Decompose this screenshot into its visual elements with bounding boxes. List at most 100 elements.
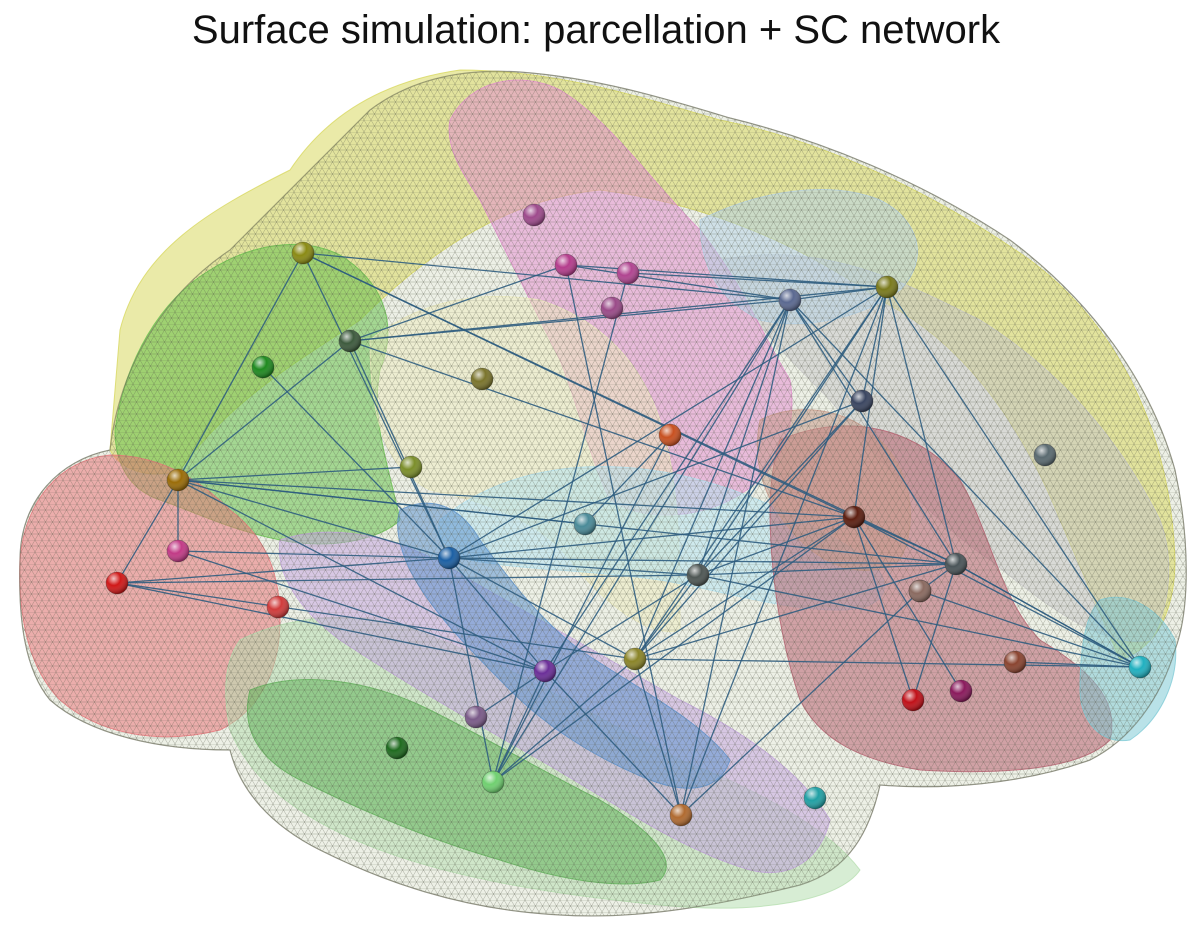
sc-edge [853, 516, 914, 701]
region-node-n2 [251, 355, 275, 379]
region-node-n17 [850, 389, 874, 413]
region-node-n36 [908, 579, 932, 603]
sc-edge [634, 658, 682, 816]
region-node-n26 [533, 659, 557, 683]
sc-edge [680, 286, 888, 816]
sc-edge [853, 516, 1141, 668]
region-node-n30 [669, 803, 693, 827]
sc-edge [349, 264, 567, 342]
sc-edge [697, 286, 888, 576]
region-node-n11 [522, 203, 546, 227]
sc-edge [349, 340, 855, 518]
sc-edge [492, 670, 546, 783]
sc-edge [177, 466, 412, 481]
page-title: Surface simulation: parcellation + SC ne… [191, 8, 1001, 52]
region-node-n24 [1033, 443, 1057, 467]
region-node-n22 [573, 512, 597, 536]
region-node-n28 [385, 736, 409, 760]
region-node-n25 [623, 647, 647, 671]
sc-edge [177, 479, 450, 559]
region-node-n16 [875, 275, 899, 299]
region-node-n6 [105, 571, 129, 595]
sc-edge [861, 286, 888, 402]
sc-edge [634, 299, 791, 660]
sc-edge [789, 299, 1141, 668]
region-node-n18 [658, 423, 682, 447]
sc-edge [448, 557, 494, 783]
sc-edge [853, 516, 962, 692]
sc-edge [919, 590, 1141, 668]
hemisphere-outline [19, 70, 1187, 917]
region-node-n21 [686, 563, 710, 587]
sc-edge [116, 582, 546, 672]
sc-edge [634, 574, 699, 660]
sc-edge [634, 563, 957, 660]
region-node-n4 [166, 468, 190, 492]
sc-edge [1014, 661, 1141, 668]
sc-edge [634, 516, 855, 660]
sc-edge [544, 299, 791, 672]
region-node-n14 [600, 296, 624, 320]
sc-edge [697, 400, 863, 576]
region-node-n29 [481, 770, 505, 794]
region-node-n3 [338, 329, 362, 353]
sc-edge [492, 434, 671, 783]
sc-edge [955, 563, 1141, 668]
sc-edge [177, 550, 450, 559]
sc-edge [853, 516, 957, 565]
sc-edge [492, 299, 791, 783]
sc-edge [448, 557, 636, 660]
sc-edge [349, 340, 450, 559]
sc-edge [912, 563, 957, 701]
sc-edge [262, 366, 450, 559]
region-node-n9 [399, 455, 423, 479]
region-node-n15 [778, 288, 802, 312]
sc-edge [492, 516, 855, 783]
region-node-n31 [803, 786, 827, 810]
sc-edge [448, 557, 546, 672]
sc-edge [634, 286, 888, 660]
sc-edge [302, 252, 855, 518]
region-node-n27 [464, 705, 488, 729]
region-node-n32 [1128, 655, 1152, 679]
sc-edge [565, 264, 682, 816]
sc-edge [697, 516, 855, 576]
sc-edge [789, 299, 863, 402]
sc-edge [116, 582, 636, 660]
sc-edge [349, 299, 791, 342]
region-node-n7 [266, 595, 290, 619]
region-node-n8 [437, 546, 461, 570]
sc-edge [697, 563, 957, 576]
sc-edge [116, 574, 699, 584]
sc-edge [177, 550, 546, 672]
sc-edge [177, 479, 957, 565]
sc-edge [448, 286, 888, 559]
sc-edge [886, 286, 1141, 668]
sc-edge [116, 557, 450, 584]
sc-edge [584, 434, 671, 525]
sc-edge [544, 574, 699, 672]
sc-edge [627, 272, 888, 288]
sc-edge [697, 574, 1141, 668]
sc-edge [680, 299, 791, 816]
region-node-n19 [944, 552, 968, 576]
sc-network-nodes [105, 203, 1152, 827]
region-node-n12 [554, 253, 578, 277]
region-node-n1 [291, 241, 315, 265]
sc-edge [177, 340, 351, 481]
sc-edge [634, 658, 1141, 668]
sc-edge [789, 299, 957, 565]
sc-edge [680, 590, 921, 816]
sc-network-edges [116, 252, 1141, 816]
sc-edge [177, 252, 304, 481]
sc-edge [789, 286, 888, 301]
sc-edge [565, 264, 791, 301]
region-node-n5 [166, 539, 190, 563]
region-node-n13 [616, 261, 640, 285]
sc-edge [448, 400, 863, 559]
sc-edge [886, 286, 957, 565]
sc-edge [302, 252, 791, 301]
sc-edge [116, 479, 179, 584]
region-node-n20 [842, 505, 866, 529]
